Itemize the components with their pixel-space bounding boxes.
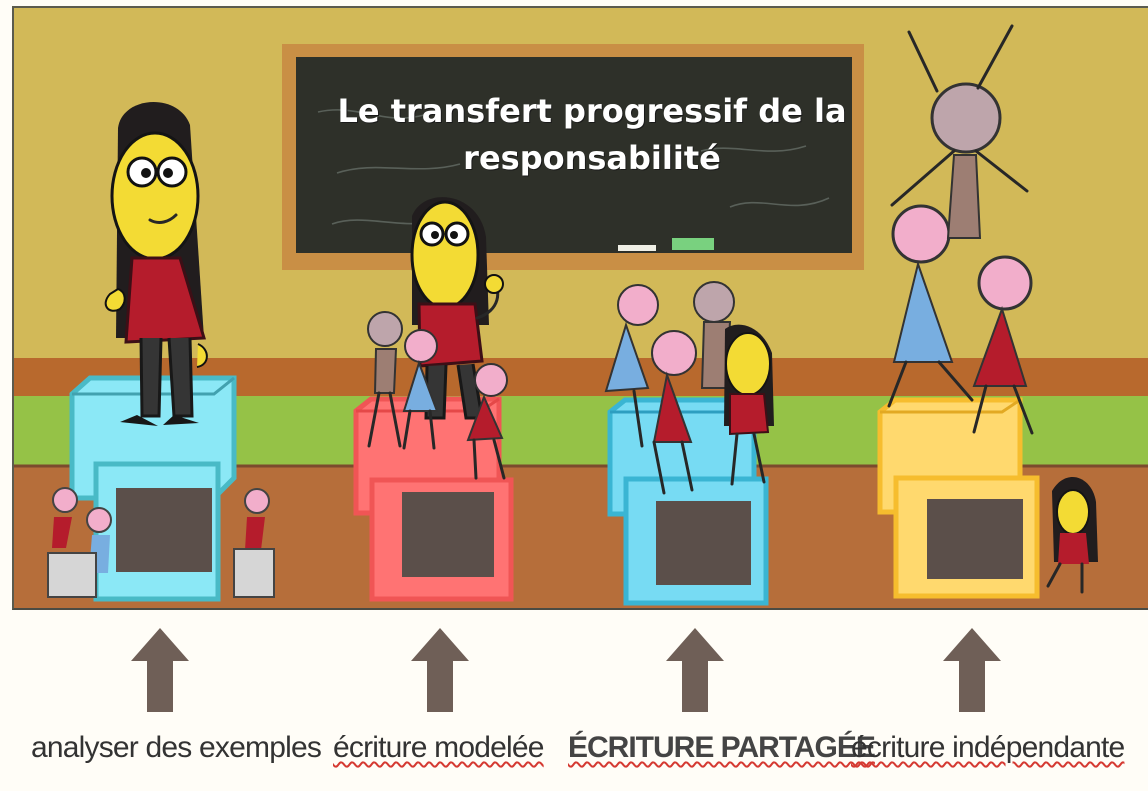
step-label-analyser-des-exemples: analyser des exemples bbox=[31, 731, 322, 764]
box-ecriture-independante bbox=[877, 397, 1040, 599]
box-ecriture-modelee bbox=[353, 396, 514, 602]
up-arrow-icon bbox=[666, 628, 724, 712]
step-label-ecriture-independante: écriture indépendante bbox=[851, 731, 1125, 764]
up-arrow-icon bbox=[131, 628, 189, 712]
teacher-on-second-box bbox=[410, 197, 504, 420]
box-ecriture-partagee bbox=[607, 397, 769, 606]
step-label-ecriture-partagee: ÉCRITURE PARTAGÉE bbox=[568, 731, 876, 764]
step-label-ecriture-modelee: écriture modelée bbox=[333, 731, 544, 764]
board-title-line-1: Le transfert progressif de la bbox=[337, 92, 847, 130]
up-arrow-icon bbox=[943, 628, 1001, 712]
chalkboard bbox=[282, 44, 864, 270]
up-arrow-icon bbox=[411, 628, 469, 712]
children-on-fourth-box bbox=[887, 24, 1098, 594]
children-near-first-box bbox=[47, 487, 275, 598]
children-on-second-box bbox=[367, 311, 508, 480]
board-title-line-2: responsabilité bbox=[463, 139, 721, 177]
children-on-third-box bbox=[604, 281, 774, 495]
classroom-scene: Le transfert progressif de la responsabi… bbox=[12, 6, 1148, 610]
chalkboard-title: Le transfert progressif de la responsabi… bbox=[286, 88, 898, 183]
teacher-on-first-box bbox=[104, 102, 208, 426]
classroom-drawing bbox=[14, 8, 1148, 608]
